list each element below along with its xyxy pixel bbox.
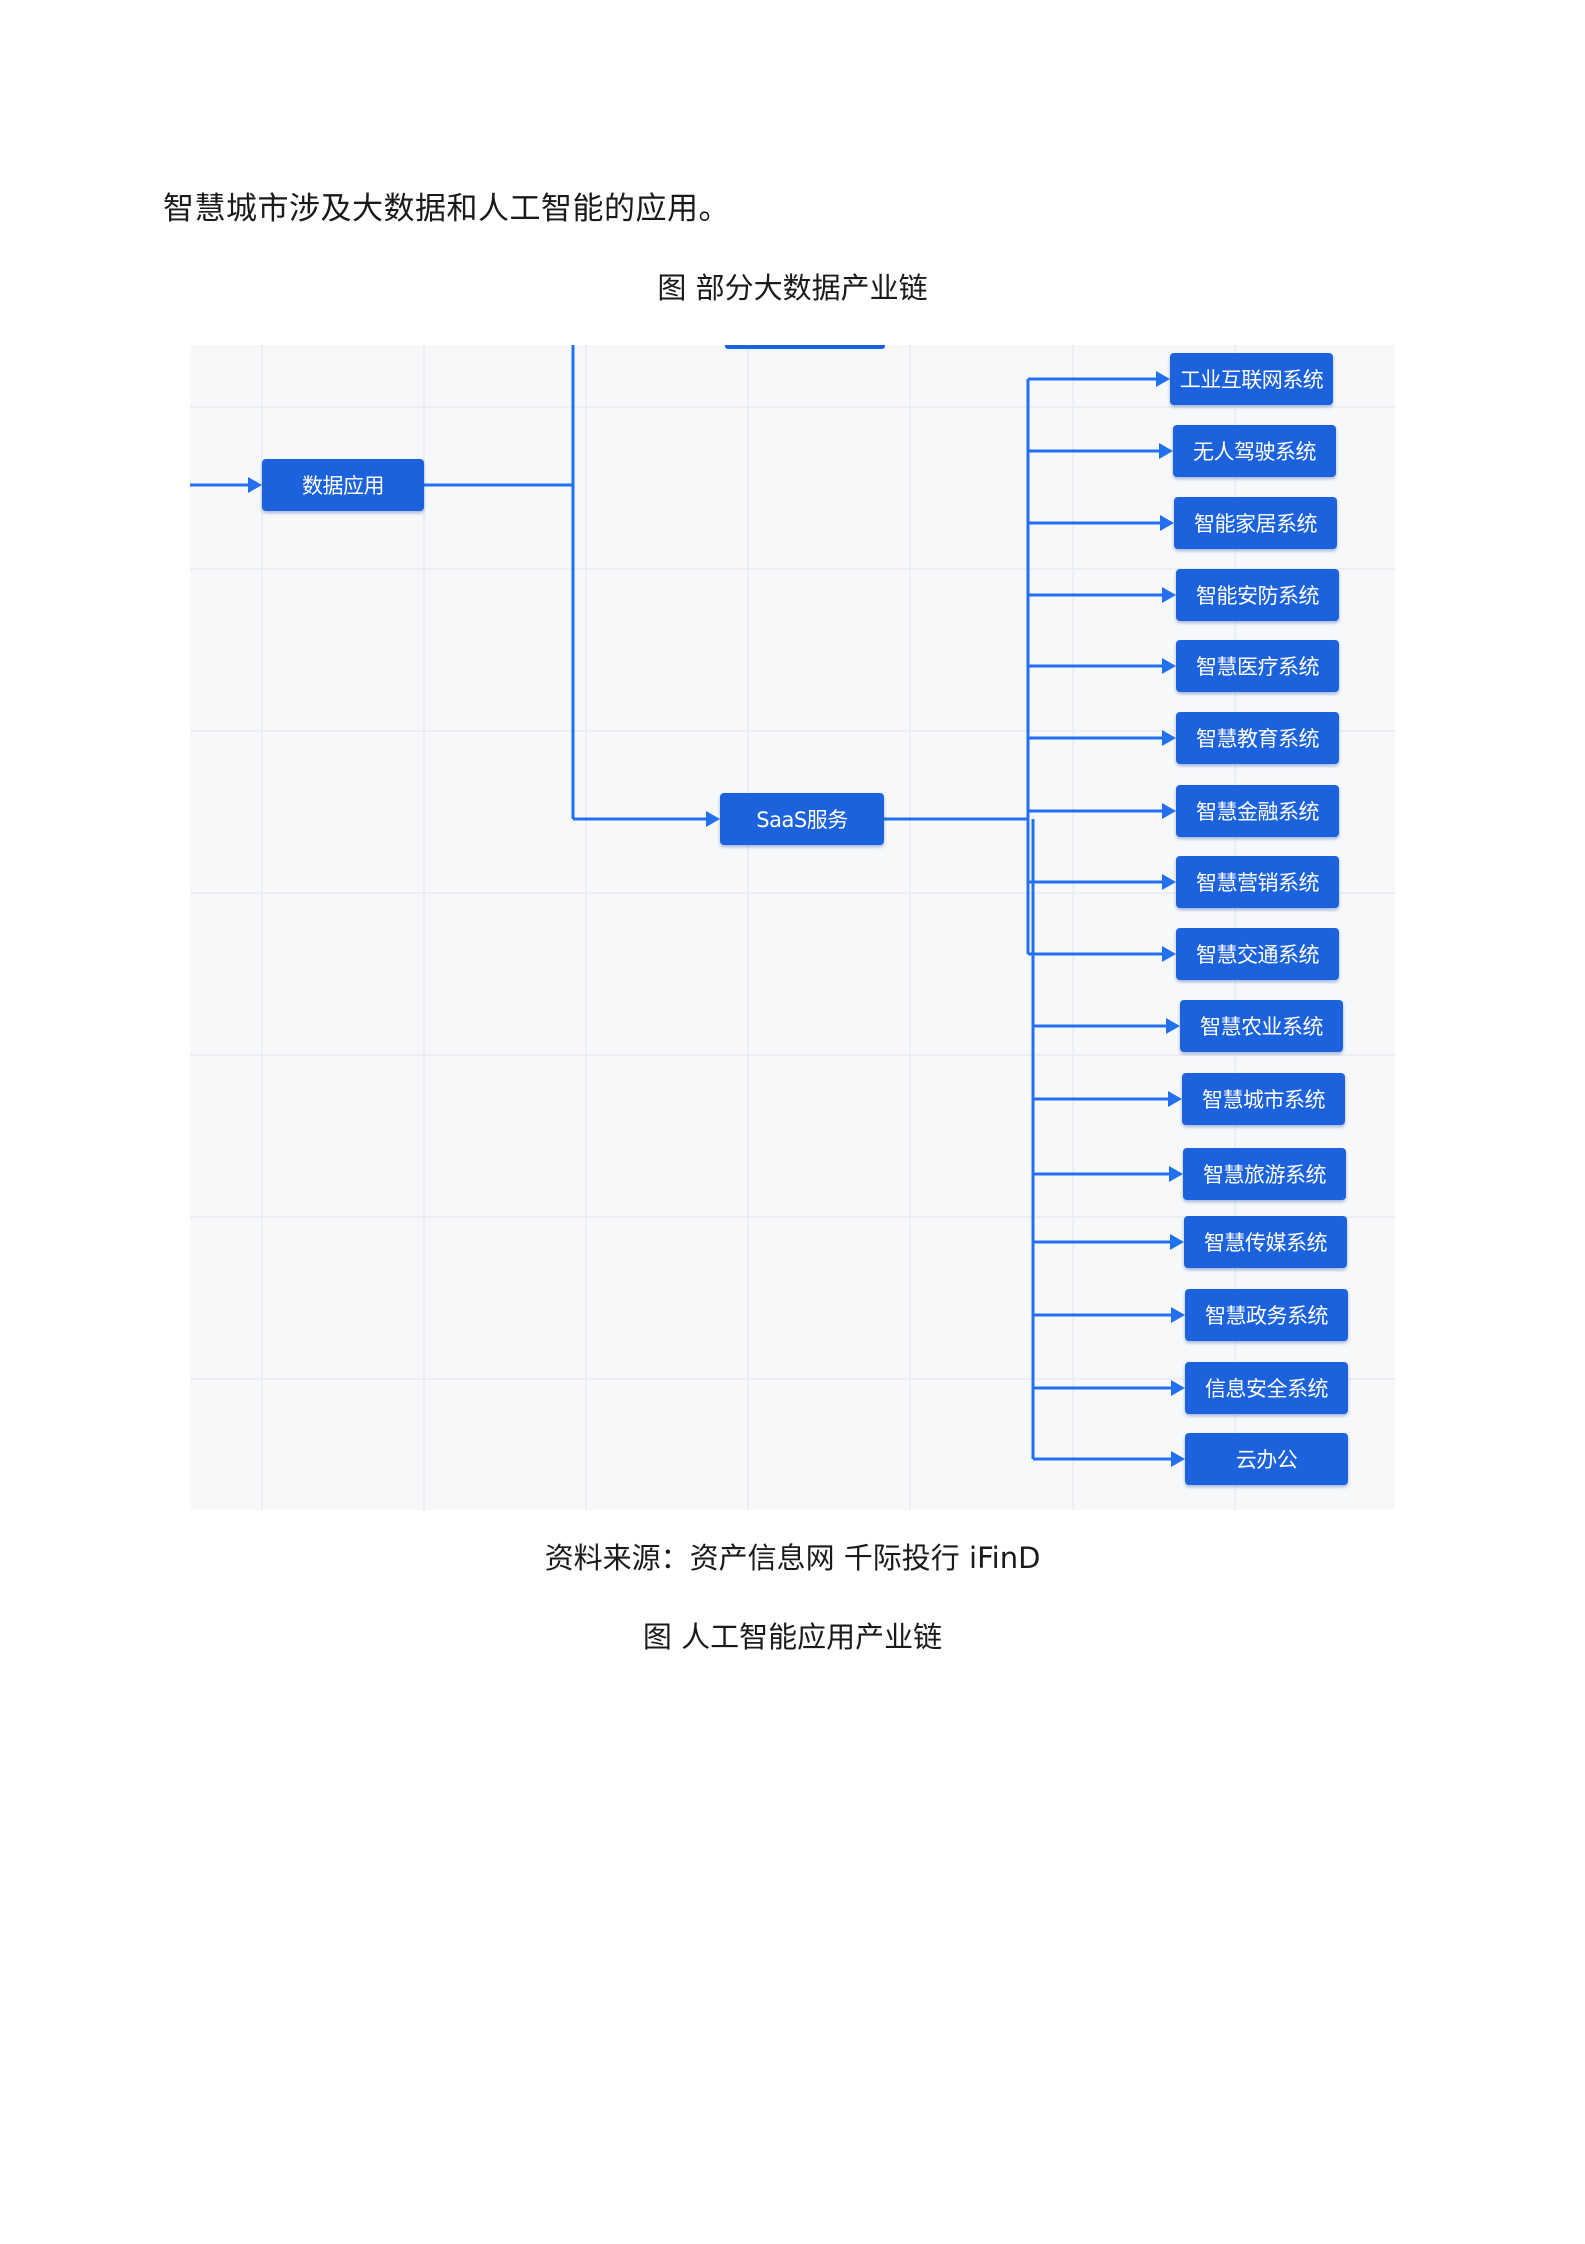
arrow-head (1168, 1091, 1182, 1107)
arrow-head (1170, 1234, 1184, 1250)
node-system: 信息安全系统 (1185, 1362, 1348, 1414)
intro-paragraph: 智慧城市涉及大数据和人工智能的应用。 (163, 191, 730, 227)
node-system: 智慧旅游系统 (1183, 1148, 1346, 1200)
arrow-head (1171, 1380, 1185, 1396)
arrow-head (1162, 587, 1176, 603)
arrow-head (1156, 371, 1170, 387)
node-system: 智慧政务系统 (1185, 1289, 1348, 1341)
industry-chain-diagram: 数据应用 SaaS服务 工业互联网系统无人驾驶系统智能家居系统智能安防系统智慧医… (190, 345, 1395, 1510)
arrow-head (1171, 1451, 1185, 1467)
arrow-head (1162, 946, 1176, 962)
node-system: 智能家居系统 (1174, 497, 1337, 549)
arrow-head (1169, 1166, 1183, 1182)
node-system: 工业互联网系统 (1170, 353, 1333, 405)
arrow-head (1162, 658, 1176, 674)
node-system: 智能安防系统 (1176, 569, 1339, 621)
node-system: 智慧教育系统 (1176, 712, 1339, 764)
node-system: 智慧传媒系统 (1184, 1216, 1347, 1268)
node-system: 智慧城市系统 (1182, 1073, 1345, 1125)
node-saas-service: SaaS服务 (720, 793, 884, 845)
node-system: 无人驾驶系统 (1173, 425, 1336, 477)
arrow-head (706, 811, 720, 827)
node-system: 智慧交通系统 (1176, 928, 1339, 980)
arrow-head (1162, 803, 1176, 819)
source-note: 资料来源：资产信息网 千际投行 iFinD (544, 1541, 1041, 1575)
arrow-head (1160, 515, 1174, 531)
arrow-head (1162, 874, 1176, 890)
arrow-head (1162, 730, 1176, 746)
node-system: 智慧营销系统 (1176, 856, 1339, 908)
arrow-head (1171, 1307, 1185, 1323)
node-system: 智慧金融系统 (1176, 785, 1339, 837)
arrow-head (1159, 443, 1173, 459)
figure-title: 图 部分大数据产业链 (657, 271, 928, 305)
node-system: 智慧农业系统 (1180, 1000, 1343, 1052)
arrow-head (248, 477, 262, 493)
truncated-node (725, 345, 885, 349)
node-system: 智慧医疗系统 (1176, 640, 1339, 692)
arrow-head (1166, 1018, 1180, 1034)
next-figure-title: 图 人工智能应用产业链 (642, 1620, 943, 1654)
node-system: 云办公 (1185, 1433, 1348, 1485)
node-data-application: 数据应用 (262, 459, 424, 511)
